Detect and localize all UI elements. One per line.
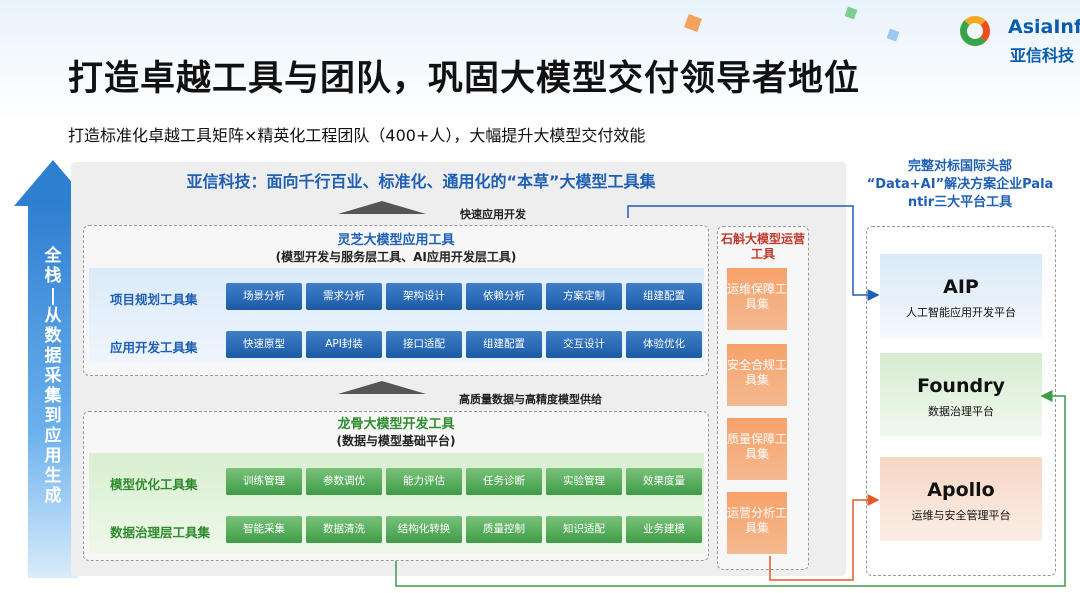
tool-chip[interactable]: 智能采集 xyxy=(226,516,302,543)
platform-aip: AIP 人工智能应用开发平台 xyxy=(880,254,1042,338)
arrow-right-icon xyxy=(769,494,880,581)
app-section-name: 灵芝大模型应用工具 xyxy=(337,233,455,248)
tool-chip[interactable]: 接口适配 xyxy=(386,331,462,358)
platform-name: Foundry xyxy=(917,375,1005,397)
page-title: 打造卓越工具与团队，巩固大模型交付领导者地位 xyxy=(68,59,861,99)
ops-title-text: 石斛大模型运营工具 xyxy=(720,232,805,261)
side-arrow-text: 全栈|从数据采集到应用生成 xyxy=(44,246,62,506)
asiainfo-logo-icon xyxy=(960,16,990,46)
arrow-right-icon xyxy=(395,390,1066,587)
tool-chip[interactable]: 业务建模 xyxy=(626,516,702,543)
platform-name: Apollo xyxy=(927,479,995,501)
flow-label-top: 快速应用开发 xyxy=(460,208,526,221)
tool-chip[interactable]: 体验优化 xyxy=(626,331,702,358)
tool-chip[interactable]: 快速原型 xyxy=(226,331,302,358)
tool-chip[interactable]: 场景分析 xyxy=(226,283,302,310)
tool-chip[interactable]: 效果度量 xyxy=(626,468,702,495)
tool-chip[interactable]: 组建配置 xyxy=(466,331,542,358)
tool-chip[interactable]: 能力评估 xyxy=(386,468,462,495)
ops-tool-box[interactable]: 运维保障工具集 xyxy=(727,268,787,330)
logo-name: AsiaInfo xyxy=(1008,16,1080,38)
tool-chip[interactable]: 组建配置 xyxy=(626,283,702,310)
triangle-icon xyxy=(338,381,426,394)
tool-chip[interactable]: 数据清洗 xyxy=(306,516,382,543)
platform-desc: 运维与安全管理平台 xyxy=(911,509,1011,522)
dev-section-name: 龙骨大模型开发工具 xyxy=(337,417,455,432)
platform-desc: 人工智能应用开发平台 xyxy=(906,306,1016,319)
tool-chip[interactable]: API封装 xyxy=(306,331,382,358)
ops-tool-box[interactable]: 运营分析工具集 xyxy=(727,492,787,554)
app-section-title: 灵芝大模型应用工具 (模型开发与服务层工具、AI应用开发层工具) xyxy=(83,232,709,266)
dev-section-subtitle: (数据与模型基础平台) xyxy=(336,434,456,448)
tool-chip[interactable]: 实验管理 xyxy=(546,468,622,495)
triangle-icon xyxy=(338,201,426,214)
tool-chip[interactable]: 依赖分析 xyxy=(466,283,542,310)
row-label: 数据治理层工具集 xyxy=(110,525,211,540)
tool-chip[interactable]: 参数调优 xyxy=(306,468,382,495)
arrow-shaft xyxy=(28,204,78,578)
ops-tool-box[interactable]: 质量保障工具集 xyxy=(727,418,787,480)
page-subtitle: 打造标准化卓越工具矩阵×精英化工程团队（400+人），大幅提升大模型交付效能 xyxy=(68,126,646,145)
tool-chip[interactable]: 训练管理 xyxy=(226,468,302,495)
row-label: 模型优化工具集 xyxy=(110,477,198,492)
flow-label-mid: 高质量数据与高精度模型供给 xyxy=(459,393,602,406)
tool-chip[interactable]: 质量控制 xyxy=(466,516,542,543)
dev-section-title: 龙骨大模型开发工具 (数据与模型基础平台) xyxy=(83,416,709,450)
platform-desc: 数据治理平台 xyxy=(928,405,994,418)
ops-title: 石斛大模型运营工具 xyxy=(717,232,809,262)
tool-chip[interactable]: 交互设计 xyxy=(546,331,622,358)
tool-chip[interactable]: 结构化转换 xyxy=(386,516,462,543)
main-header: 亚信科技：面向千行百业、标准化、通用化的“本草”大模型工具集 xyxy=(186,172,656,191)
row-label: 项目规划工具集 xyxy=(110,292,198,307)
ops-tool-box[interactable]: 安全合规工具集 xyxy=(727,344,787,406)
asiainfo-logo: AsiaInfo 亚信科技 xyxy=(958,12,1080,64)
row-label: 应用开发工具集 xyxy=(110,340,198,355)
platform-foundry: Foundry 数据治理平台 xyxy=(880,353,1042,437)
tool-chip[interactable]: 知识适配 xyxy=(546,516,622,543)
platform-apollo: Apollo 运维与安全管理平台 xyxy=(880,457,1042,541)
arrow-right-icon xyxy=(627,205,880,301)
platform-name: AIP xyxy=(943,276,979,298)
tool-chip[interactable]: 架构设计 xyxy=(386,283,462,310)
tool-chip[interactable]: 需求分析 xyxy=(306,283,382,310)
tool-chip[interactable]: 方案定制 xyxy=(546,283,622,310)
logo-cn: 亚信科技 xyxy=(1010,46,1075,64)
app-section-subtitle: (模型开发与服务层工具、AI应用开发层工具) xyxy=(275,250,517,264)
tool-chip[interactable]: 任务诊断 xyxy=(466,468,542,495)
